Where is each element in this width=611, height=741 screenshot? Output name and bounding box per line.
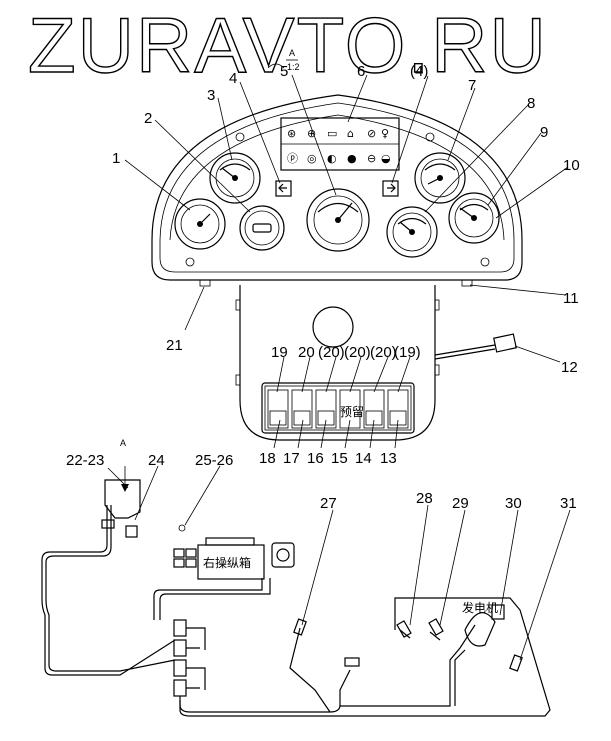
svg-text:5: 5 [280,63,288,80]
svg-text:◐: ◐ [327,152,337,165]
gauge-2 [239,205,285,251]
svg-text:19: 19 [271,344,288,361]
svg-text:(20): (20) [344,344,371,361]
svg-text:(19): (19) [394,344,421,361]
svg-text:20: 20 [298,344,315,361]
leader-lines [107,74,571,661]
svg-text:1:2: 1:2 [287,62,300,72]
watermark: ZURAVTO.RU [28,1,548,89]
svg-text:3: 3 [207,87,215,104]
svg-text:28: 28 [416,490,433,507]
svg-text:13: 13 [380,450,397,467]
view-marker: A 1:2 [267,48,300,72]
gauge-8 [386,206,438,258]
svg-text:11: 11 [563,290,579,307]
svg-text:4: 4 [229,70,237,87]
svg-text:18: 18 [259,450,276,467]
svg-text:27: 27 [320,495,337,512]
svg-text:⌂: ⌂ [347,127,354,140]
gauge-1 [174,198,226,250]
svg-text:25-26: 25-26 [195,452,233,469]
svg-text:◎: ◎ [307,152,317,165]
svg-text:♀: ♀ [381,127,389,140]
indicator-lamp-panel: ⊛ ⊕ ▭ ⌂ ⊘ ♀ ⓟ ◎ ◐ ● ⊖ ◒ [280,117,400,171]
svg-text:12: 12 [561,359,578,376]
svg-text:22-23: 22-23 [66,452,104,469]
svg-text:A: A [289,48,295,58]
svg-text:2: 2 [144,110,152,127]
switch-panel: 预留 [261,382,415,434]
svg-text:(20): (20) [318,344,345,361]
gauge-7 [414,152,466,204]
svg-text:▭: ▭ [327,127,337,140]
svg-text:8: 8 [527,95,535,112]
gauge-3 [209,152,261,204]
gauge-9 [448,192,500,244]
svg-text:A: A [120,438,126,448]
svg-text:(20): (20) [370,344,397,361]
svg-text:●: ● [347,152,357,165]
svg-text:17: 17 [283,450,300,467]
reserved-switch-label: 预留 [340,405,364,419]
svg-text:9: 9 [540,124,548,141]
svg-text:7: 7 [468,77,476,94]
svg-text:14: 14 [355,450,372,467]
svg-text:⊛: ⊛ [287,127,296,140]
svg-text:1: 1 [112,150,120,167]
lower-console [235,285,440,441]
svg-text:6: 6 [357,63,365,80]
right-control-box-label: 右操纵箱 [203,555,251,570]
svg-text:ⓟ: ⓟ [287,152,298,165]
turn-signal-right-icon [382,180,399,197]
svg-text:31: 31 [560,495,577,512]
gauge-5 [306,188,370,252]
svg-text:30: 30 [505,495,522,512]
svg-text:10: 10 [563,157,580,174]
svg-text:(4): (4) [410,63,428,80]
svg-text:◒: ◒ [381,152,391,165]
svg-text:⊕: ⊕ [307,127,316,140]
dashboard-housing [151,94,523,287]
svg-text:29: 29 [452,495,469,512]
svg-text:15: 15 [331,450,348,467]
svg-text:⊘: ⊘ [367,127,376,140]
callout-labels: 1 2 3 4 5 6 (4) 7 8 9 10 11 21 12 19 20 … [66,63,580,512]
svg-text:⊖: ⊖ [367,152,376,165]
svg-text:16: 16 [307,450,324,467]
wiring-harness: 发电机 右操纵箱 [41,479,551,717]
generator-label: 发电机 [462,600,498,615]
svg-text:24: 24 [148,452,165,469]
connector-cable-12 [434,333,517,360]
svg-text:21: 21 [166,337,183,354]
turn-signal-left-icon [275,180,292,197]
